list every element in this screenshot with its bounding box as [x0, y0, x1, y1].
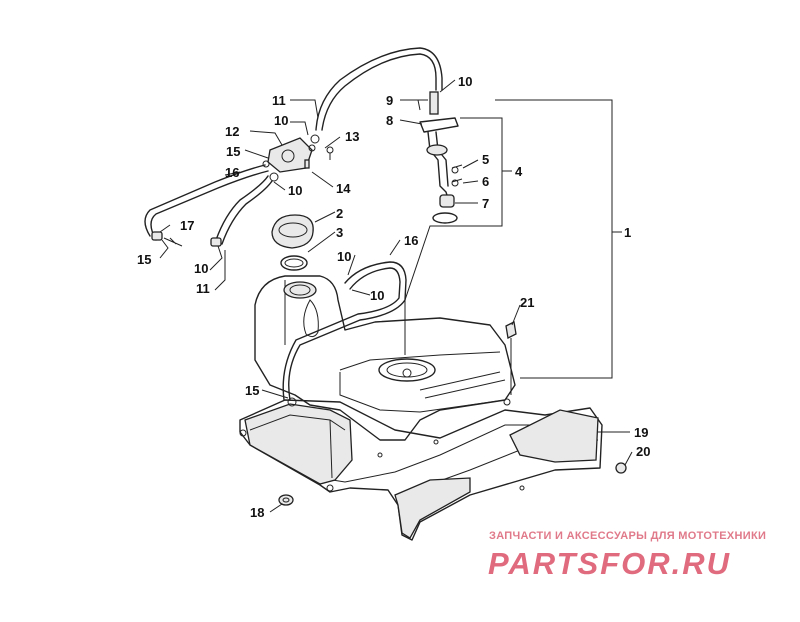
fuel-pump-assembly — [419, 91, 463, 224]
callout-11-a: 11 — [272, 93, 286, 108]
callout-11-b: 11 — [196, 281, 210, 296]
callout-15-b: 15 — [137, 252, 151, 267]
callout-13: 13 — [345, 129, 359, 144]
rollover-valve — [151, 134, 334, 247]
leader-lines — [159, 79, 633, 513]
callout-14: 14 — [336, 181, 351, 196]
callout-2: 2 — [336, 206, 343, 221]
callout-10-b: 10 — [274, 113, 288, 128]
tank-mounting-tray — [239, 398, 603, 541]
callout-20: 20 — [636, 444, 650, 459]
watermark-logo: PARTSFOR.RU — [488, 546, 731, 580]
callout-15-a: 15 — [226, 144, 240, 159]
callout-17: 17 — [180, 218, 194, 233]
callout-1: 1 — [624, 225, 631, 240]
callout-numbers: 1 2 3 4 5 6 7 8 9 10 10 10 10 10 10 11 1… — [137, 74, 650, 520]
callout-10-e: 10 — [337, 249, 351, 264]
callout-10-a: 10 — [458, 74, 472, 89]
callout-21: 21 — [520, 295, 534, 310]
callout-15-c: 15 — [245, 383, 259, 398]
callout-16-a: 16 — [225, 165, 239, 180]
callout-3: 3 — [336, 225, 343, 240]
callout-4: 4 — [515, 164, 523, 179]
callout-18: 18 — [250, 505, 264, 520]
watermark-tagline: ЗАПЧАСТИ И АКСЕССУАРЫ ДЛЯ МОТОТЕХНИКИ — [489, 530, 767, 542]
callout-8: 8 — [386, 113, 393, 128]
vent-hoses — [144, 47, 443, 401]
callout-5: 5 — [482, 152, 489, 167]
callout-10-f: 10 — [370, 288, 384, 303]
callout-9: 9 — [386, 93, 393, 108]
fuel-cap — [271, 214, 314, 271]
callout-10-c: 10 — [288, 183, 302, 198]
fuel-tank — [254, 275, 516, 441]
small-hardware — [278, 321, 627, 506]
callout-12: 12 — [225, 124, 239, 139]
side-box — [239, 403, 353, 492]
callout-7: 7 — [482, 196, 489, 211]
callout-10-d: 10 — [194, 261, 208, 276]
watermark-logo-text: PARTSFOR.RU — [488, 546, 731, 580]
callout-19: 19 — [634, 425, 648, 440]
callout-16-b: 16 — [404, 233, 418, 248]
callout-6: 6 — [482, 174, 489, 189]
